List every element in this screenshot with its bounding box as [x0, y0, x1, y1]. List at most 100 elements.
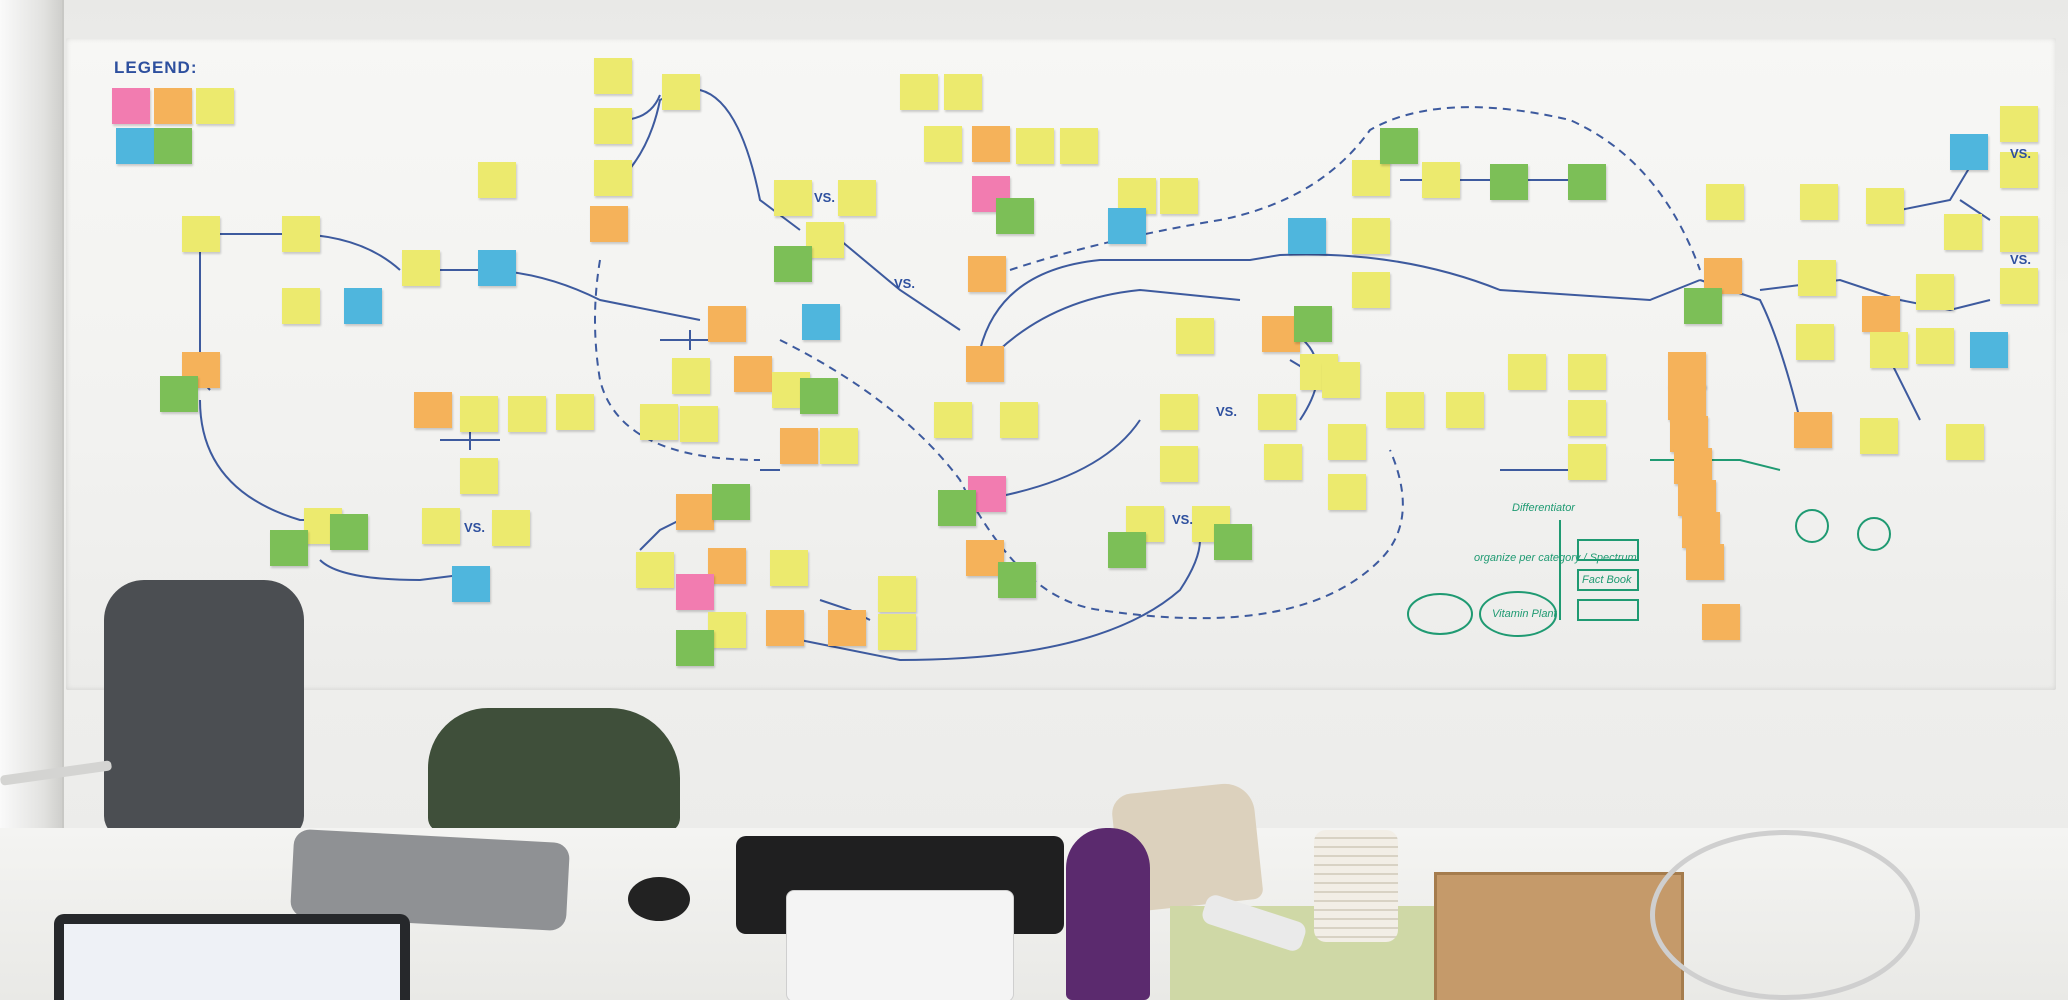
sticky-note [1108, 532, 1146, 568]
sticky-note [594, 58, 632, 94]
sticky-note [344, 288, 382, 324]
sticky-note [966, 346, 1004, 382]
sticky-note [2000, 216, 2038, 252]
sticky-note [1160, 446, 1198, 482]
sticky-note [734, 356, 772, 392]
sticky-note [1944, 214, 1982, 250]
sticky-note [160, 376, 198, 412]
sticky-note [1678, 480, 1716, 516]
sticky-note [770, 550, 808, 586]
sticky-note [1946, 424, 1984, 460]
sticky-note [1682, 512, 1720, 548]
sticky-note [766, 610, 804, 646]
sticky-note [1352, 218, 1390, 254]
sticky-note [1670, 416, 1708, 452]
sticky-note [1798, 260, 1836, 296]
sticky-note [270, 530, 308, 566]
sticky-note [1668, 384, 1706, 420]
sticky-note [1264, 444, 1302, 480]
sticky-note [712, 484, 750, 520]
sticky-note [1446, 392, 1484, 428]
sticky-note [2000, 106, 2038, 142]
sticky-note [1866, 188, 1904, 224]
sticky-note [708, 306, 746, 342]
sticky-note [1568, 400, 1606, 436]
backpack [428, 708, 680, 832]
sticky-note [802, 304, 840, 340]
sticky-note [1160, 394, 1198, 430]
sticky-note [1322, 362, 1360, 398]
sticky-note [282, 216, 320, 252]
sticky-note [2000, 268, 2038, 304]
sticky-note [878, 614, 916, 650]
sticky-note [680, 406, 718, 442]
sticky-note [1352, 160, 1390, 196]
sticky-note [1386, 392, 1424, 428]
sticky-note [478, 250, 516, 286]
sticky-note [414, 392, 452, 428]
sticky-note [1214, 524, 1252, 560]
sticky-note [938, 490, 976, 526]
sticky-note [1016, 128, 1054, 164]
sticky-note [1796, 324, 1834, 360]
sticky-note [944, 74, 982, 110]
sticky-note [1706, 184, 1744, 220]
sticky-note [636, 552, 674, 588]
sticky-note [1916, 328, 1954, 364]
sticky-note [1422, 162, 1460, 198]
sticky-note [154, 128, 192, 164]
sticky-note [508, 396, 546, 432]
laptop-screen [64, 924, 400, 1000]
sticky-note [1684, 288, 1722, 324]
vs-label: VS. [1172, 512, 1193, 527]
sticky-note [828, 610, 866, 646]
computer-mouse [628, 877, 690, 921]
sticky-note [1294, 306, 1332, 342]
sticky-note [998, 562, 1036, 598]
sticky-note [112, 88, 150, 124]
sticky-note [182, 216, 220, 252]
sticky-note [1328, 474, 1366, 510]
sticky-note [460, 396, 498, 432]
sticky-note [676, 574, 714, 610]
sticky-note [968, 256, 1006, 292]
sticky-note [1702, 604, 1740, 640]
sticky-note [1176, 318, 1214, 354]
sticky-note [1328, 424, 1366, 460]
sticky-note [452, 566, 490, 602]
sticky-note [1508, 354, 1546, 390]
sticky-note [1794, 412, 1832, 448]
vs-label: VS. [2010, 252, 2031, 267]
laptop [54, 914, 410, 1000]
sticky-note [1060, 128, 1098, 164]
sticky-note [676, 630, 714, 666]
sticky-note [154, 88, 192, 124]
sticky-note [282, 288, 320, 324]
sticky-note [1950, 134, 1988, 170]
desk-tray [1434, 872, 1684, 1000]
sticky-note [1686, 544, 1724, 580]
sticky-note [900, 74, 938, 110]
vs-label: VS. [814, 190, 835, 205]
sticky-note [402, 250, 440, 286]
sticky-note [1674, 448, 1712, 484]
sticky-note [196, 88, 234, 124]
speaker [1066, 828, 1150, 1000]
sticky-note [820, 428, 858, 464]
sticky-note [924, 126, 962, 162]
projector [786, 890, 1014, 1000]
sticky-note [1970, 332, 2008, 368]
sticky-note [1160, 178, 1198, 214]
sticky-note [1490, 164, 1528, 200]
sticky-note [594, 108, 632, 144]
office-chair [104, 580, 304, 838]
sticky-note [1108, 208, 1146, 244]
sticky-note [996, 198, 1034, 234]
sticky-note [640, 404, 678, 440]
sticky-note [1380, 128, 1418, 164]
sticky-note [1288, 218, 1326, 254]
sticky-note [662, 74, 700, 110]
sticky-note [1800, 184, 1838, 220]
sticky-note [422, 508, 460, 544]
